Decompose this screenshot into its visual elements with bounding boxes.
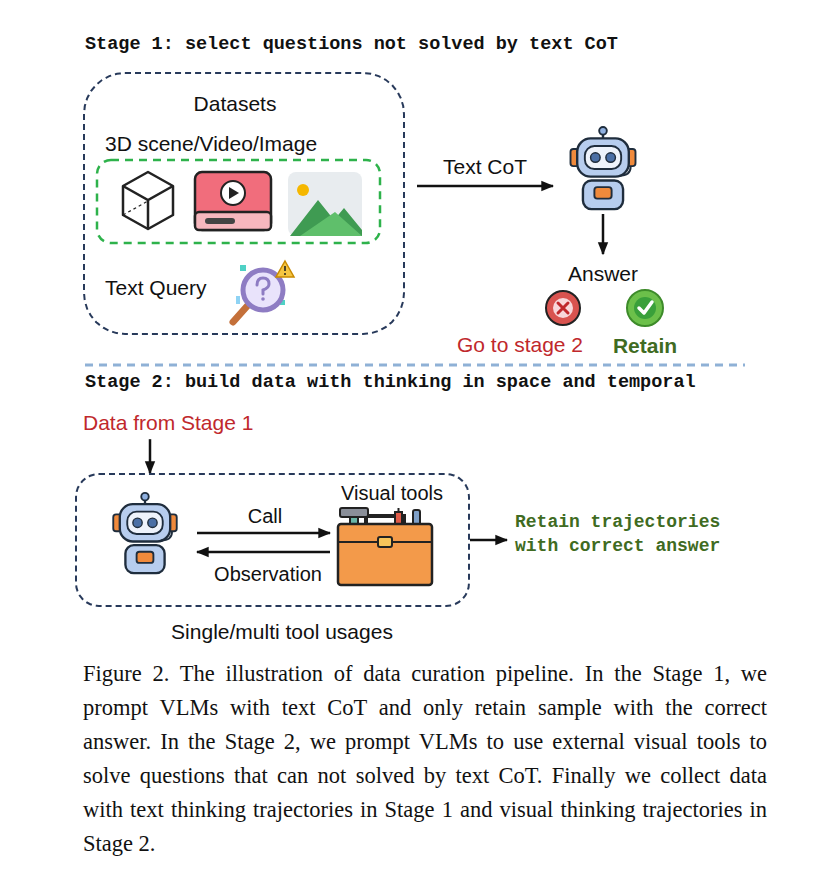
query-icon xyxy=(284,266,286,271)
node-text: Retain trajectories with correct answer xyxy=(515,510,747,559)
section-heading: Stage 2: build data with thinking in spa… xyxy=(85,372,696,394)
arrow-label: Observation xyxy=(214,562,322,586)
flow-arrow xyxy=(417,185,553,188)
video-icon xyxy=(195,172,271,230)
dataset-frame xyxy=(97,160,380,243)
flow-arrow xyxy=(603,214,604,254)
result-node: Retain trajectories with correct answer xyxy=(515,510,747,559)
call-arrow xyxy=(197,533,330,534)
video-icon xyxy=(195,212,271,230)
correct-icon xyxy=(639,302,652,313)
cube-icon xyxy=(123,201,148,215)
cube-icon xyxy=(123,186,173,229)
image-icon xyxy=(297,184,309,196)
correct-icon xyxy=(627,290,663,326)
separator-line xyxy=(85,364,745,367)
query-icon xyxy=(257,278,269,294)
cube-icon xyxy=(123,172,173,229)
query-icon xyxy=(233,261,294,322)
dataset-frame xyxy=(97,160,380,243)
toolbox-icon xyxy=(398,508,400,512)
video-icon xyxy=(195,172,271,230)
observation-arrow xyxy=(197,552,330,553)
flow-arrow xyxy=(602,214,605,254)
toolbox-icon xyxy=(378,537,392,547)
toolbox-icon xyxy=(338,508,432,585)
wrong-icon xyxy=(546,291,580,325)
separator-line xyxy=(85,365,745,366)
tool-loop-box: Single/multi tool usages Visual tools xyxy=(75,473,470,645)
image-icon xyxy=(290,200,362,236)
node-text: Datasets xyxy=(194,91,277,116)
dataset-box: Datasets 3D scene/Video/ImageText Query xyxy=(83,72,405,335)
observation-arrow xyxy=(197,551,330,554)
node-text: 3D scene/Video/Image xyxy=(105,131,317,156)
node-text: Data from Stage 1 xyxy=(83,410,253,435)
video-icon xyxy=(229,187,239,199)
figure-caption: Figure 2. The illustration of data curat… xyxy=(83,657,767,861)
call-arrow xyxy=(197,532,330,535)
cube-icon xyxy=(123,172,173,229)
robot-icon xyxy=(113,493,176,573)
flow-arrow xyxy=(470,539,507,542)
video-icon xyxy=(221,181,245,205)
image-icon xyxy=(300,212,362,236)
toolbox-node: Visual tools xyxy=(330,480,455,588)
wrong-icon xyxy=(553,298,573,318)
node-text: Single/multi tool usages xyxy=(171,619,393,644)
wrong-icon xyxy=(546,291,580,325)
robot-icon xyxy=(571,127,636,209)
correct-icon xyxy=(627,290,663,326)
query-icon xyxy=(236,296,240,304)
source-label: Data from Stage 1 xyxy=(83,410,253,435)
toolbox-icon xyxy=(338,524,432,585)
node-text: Text Query xyxy=(105,275,207,300)
flow-arrow xyxy=(149,439,152,473)
node-text: Answer xyxy=(568,261,638,286)
robot-icon xyxy=(113,493,176,573)
correct-icon xyxy=(634,297,656,319)
section-heading: Stage 1: select questions not solved by … xyxy=(85,34,618,56)
edge-label: Text CoT xyxy=(441,154,529,179)
node-text: Visual tools xyxy=(341,481,443,505)
query-icon xyxy=(261,297,265,301)
robot-icon xyxy=(571,127,636,209)
query-icon xyxy=(284,273,286,275)
branch-label: Go to stage 2 xyxy=(457,332,583,357)
query-icon xyxy=(276,261,294,277)
branch-label: Retain xyxy=(613,333,677,358)
query-icon xyxy=(233,304,249,322)
arrow-label: Call xyxy=(248,504,282,528)
answer-node: Answer xyxy=(553,125,653,290)
image-icon xyxy=(288,172,362,236)
video-icon xyxy=(205,218,235,224)
toolbox-icon xyxy=(340,508,368,517)
query-icon xyxy=(240,265,246,271)
wrong-icon xyxy=(558,303,568,313)
image-icon xyxy=(288,172,362,236)
